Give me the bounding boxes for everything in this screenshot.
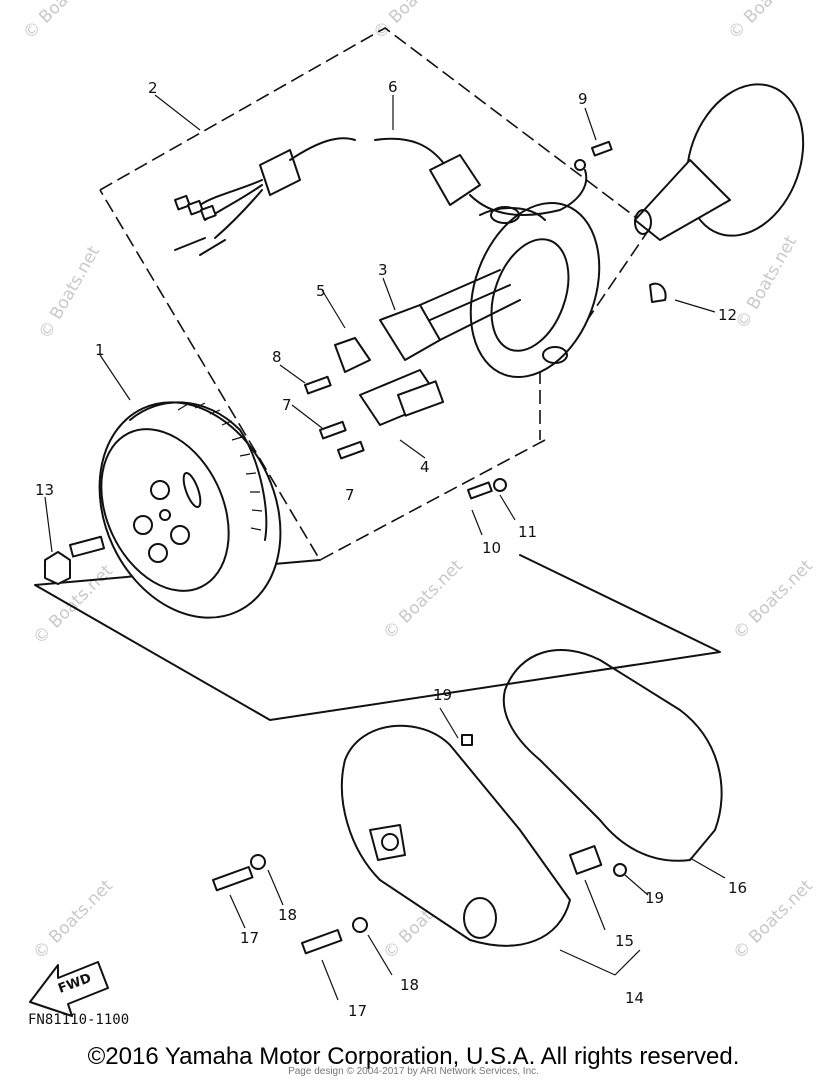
callout-12: 12 xyxy=(718,306,737,324)
cover-gasket xyxy=(502,649,723,862)
charge-coil xyxy=(334,269,521,426)
screws-group xyxy=(304,140,613,500)
callout-3: 3 xyxy=(378,261,388,279)
callout-labels: 1 2 3 4 5 6 7 7 8 9 10 11 12 13 14 15 16… xyxy=(35,78,747,1020)
callout-9: 9 xyxy=(578,90,588,108)
watermark: © Boats.net xyxy=(19,0,107,44)
callout-4: 4 xyxy=(420,458,430,476)
assembly-dashed-outline xyxy=(99,27,651,562)
cone-cover xyxy=(634,83,805,303)
callout-19a: 19 xyxy=(433,686,452,704)
flywheel-bolt xyxy=(44,535,106,585)
callout-10: 10 xyxy=(482,539,501,557)
callout-11: 11 xyxy=(518,523,537,541)
callout-19b: 19 xyxy=(645,889,664,907)
watermark: © Boats.net xyxy=(724,0,812,44)
callout-7a: 7 xyxy=(282,396,292,414)
callout-13: 13 xyxy=(35,481,54,499)
callout-8: 8 xyxy=(272,348,282,366)
callout-5: 5 xyxy=(316,282,326,300)
watermark: © Boats.net xyxy=(379,556,467,644)
watermark: © Boats.net xyxy=(729,556,817,644)
fwd-arrow-icon: FWD xyxy=(29,961,109,1017)
callout-16: 16 xyxy=(728,879,747,897)
callout-17a: 17 xyxy=(240,929,259,947)
callout-2: 2 xyxy=(148,79,158,97)
flywheel-rotor xyxy=(98,401,282,619)
watermark: © Boats.net xyxy=(35,242,104,342)
wire-harness xyxy=(173,137,588,256)
crankcase-cover xyxy=(341,724,571,947)
callout-17b: 17 xyxy=(348,1002,367,1020)
diagram-code: FN81110-1100 xyxy=(28,1012,129,1028)
callout-18b: 18 xyxy=(400,976,419,994)
callout-14: 14 xyxy=(625,989,644,1007)
callout-6: 6 xyxy=(388,78,398,96)
watermark: © Boats.net xyxy=(732,232,801,332)
watermark: © Boats.net xyxy=(29,561,117,649)
callout-1: 1 xyxy=(95,341,105,359)
stator-plate xyxy=(469,201,601,379)
watermark: © Boats.net xyxy=(29,876,117,964)
page-design-credit: Page design © 2004-2017 by ARI Network S… xyxy=(288,1066,539,1077)
callout-7b: 7 xyxy=(345,486,355,504)
cover-fasteners xyxy=(212,734,627,955)
leader-lines xyxy=(44,94,726,1001)
callout-18a: 18 xyxy=(278,906,297,924)
callout-15: 15 xyxy=(615,932,634,950)
copyright-footer: ©2016 Yamaha Motor Corporation, U.S.A. A… xyxy=(87,1043,740,1070)
watermark: © Boats.net xyxy=(369,0,457,44)
